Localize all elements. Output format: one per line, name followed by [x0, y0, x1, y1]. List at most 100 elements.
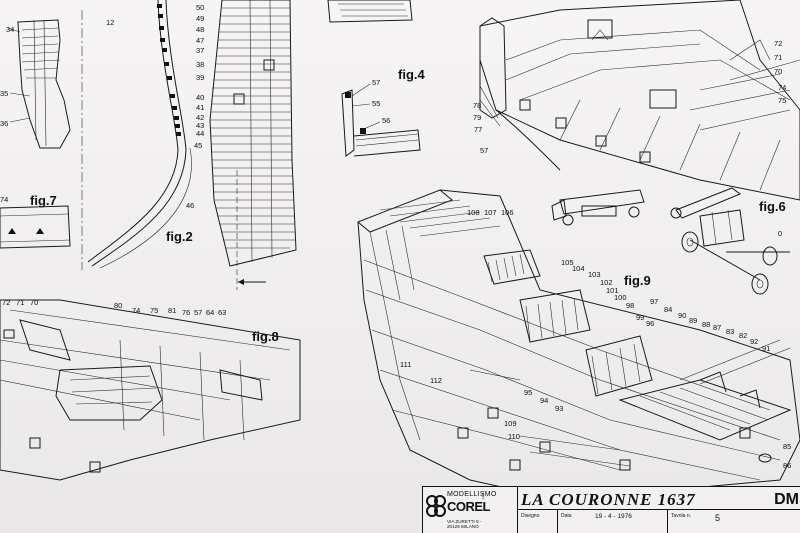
part-number: 72 — [2, 298, 11, 307]
part-number: 81 — [168, 306, 177, 315]
part-number: 92 — [750, 337, 759, 346]
part-number: 112 — [430, 376, 442, 385]
part-number: 57 — [480, 146, 489, 155]
part-number: 83 — [726, 327, 735, 336]
part-number: 94 — [540, 396, 549, 405]
part-number: 36 — [0, 119, 9, 128]
part-number: 46 — [186, 201, 195, 210]
part-number: 55 — [372, 99, 381, 108]
fig9-caption: fig.9 — [624, 273, 651, 288]
cannon-drawings — [551, 187, 790, 295]
part-number: 75 — [150, 306, 159, 315]
part-number: 57 — [372, 78, 381, 87]
part-number: 107 — [484, 208, 497, 217]
part-number: 79 — [473, 113, 482, 122]
part-number: 74 — [0, 195, 9, 204]
part-number: 91 — [762, 344, 771, 353]
part-number: 98 — [626, 301, 635, 310]
part-number: 56 — [382, 116, 391, 125]
part-number: 109 — [504, 419, 517, 428]
part-number: 103 — [588, 270, 601, 279]
part-number: 44 — [196, 129, 205, 138]
fig6-caption: fig.6 — [759, 199, 786, 214]
fig2-caption: fig.2 — [166, 229, 193, 244]
part-number: 34 — [6, 25, 15, 34]
part-number: 105 — [561, 258, 574, 267]
part-number: 0 — [778, 229, 783, 238]
disegno-label: Disegno — [521, 513, 540, 519]
part-number: 96 — [646, 319, 655, 328]
part-number: 41 — [196, 103, 205, 112]
fig8-caption: fig.8 — [252, 329, 279, 344]
data-value: 19 - 4 - 1976 — [595, 513, 632, 520]
brand-name: COREL — [447, 499, 491, 514]
part-number: 89 — [689, 316, 698, 325]
brand-address: VIA ZURETTI 8 - 20125 MILANO — [447, 519, 482, 529]
part-number: 49 — [196, 14, 205, 23]
tavola-label: Tavola n. — [671, 513, 692, 519]
part-number: 57 — [194, 308, 203, 317]
stern-deck-perspective — [479, 0, 800, 201]
part-number: 74 — [132, 306, 141, 315]
part-number: 85 — [783, 442, 792, 451]
fig4-caption: fig.4 — [398, 67, 425, 82]
part-number: 88 — [702, 320, 711, 329]
part-number: 93 — [555, 404, 564, 413]
part-number: 64 — [206, 308, 215, 317]
part-number: 50 — [196, 3, 205, 12]
part-number: 38 — [196, 60, 205, 69]
data-label: Data — [561, 513, 572, 519]
part-number: 82 — [739, 331, 748, 340]
stern-timber-drawing — [7, 19, 71, 149]
part-number: 72 — [774, 39, 783, 48]
part-number: 37 — [196, 46, 205, 55]
part-number: 101 — [606, 286, 619, 295]
part-number: 102 — [600, 278, 613, 287]
part-number: 63 — [218, 308, 227, 317]
part-number: 87 — [713, 323, 722, 332]
fig4-detail — [341, 83, 421, 157]
part-number: 12 — [106, 18, 115, 27]
part-number: 45 — [194, 141, 203, 150]
part-number: 110 — [508, 432, 520, 441]
part-number: 111 — [400, 360, 412, 369]
part-number: 100 — [614, 293, 627, 302]
part-number: 48 — [196, 25, 205, 34]
part-number: 99 — [636, 313, 645, 322]
part-number: 106 — [501, 208, 514, 217]
deck-planking-strip — [209, 0, 297, 290]
part-number: 76 — [182, 308, 191, 317]
part-number: 43 — [196, 121, 205, 130]
part-number: 104 — [572, 264, 585, 273]
part-number: 71 — [16, 298, 25, 307]
part-number: 35 — [0, 89, 9, 98]
part-number: 71 — [774, 53, 783, 62]
part-number: 80 — [114, 301, 123, 310]
fig3-fragment — [327, 0, 413, 23]
part-number: 70 — [30, 298, 39, 307]
fig7-caption: fig.7 — [30, 193, 57, 208]
part-number: 40 — [196, 93, 205, 102]
part-number: 75 — [778, 96, 787, 105]
fig8-deck-perspective — [0, 299, 301, 481]
hull-profile-curve — [87, 0, 192, 269]
brand-logo: MODELLISMO COREL s.r.l. VIA ZURETTI 8 - … — [425, 489, 496, 532]
part-number: 108 — [467, 208, 480, 217]
part-number: 97 — [650, 297, 659, 306]
drawing-code: DM — [774, 491, 799, 508]
brand-top: MODELLISMO — [447, 491, 497, 498]
fig7-detail — [0, 205, 71, 249]
part-number: 84 — [664, 305, 673, 314]
corel-logo-icon — [426, 495, 446, 517]
brand-suffix: s.r.l. — [481, 493, 486, 501]
part-number: 74 — [778, 83, 787, 92]
part-number: 77 — [474, 125, 483, 134]
part-number: 86 — [783, 461, 792, 470]
fig9-hull-perspective — [357, 189, 800, 501]
title-block: MODELLISMO COREL s.r.l. VIA ZURETTI 8 - … — [422, 486, 800, 533]
part-number: 42 — [196, 113, 205, 122]
tavola-value: 5 — [715, 513, 721, 523]
drawing-title: LA COURONNE 1637 — [521, 490, 696, 509]
